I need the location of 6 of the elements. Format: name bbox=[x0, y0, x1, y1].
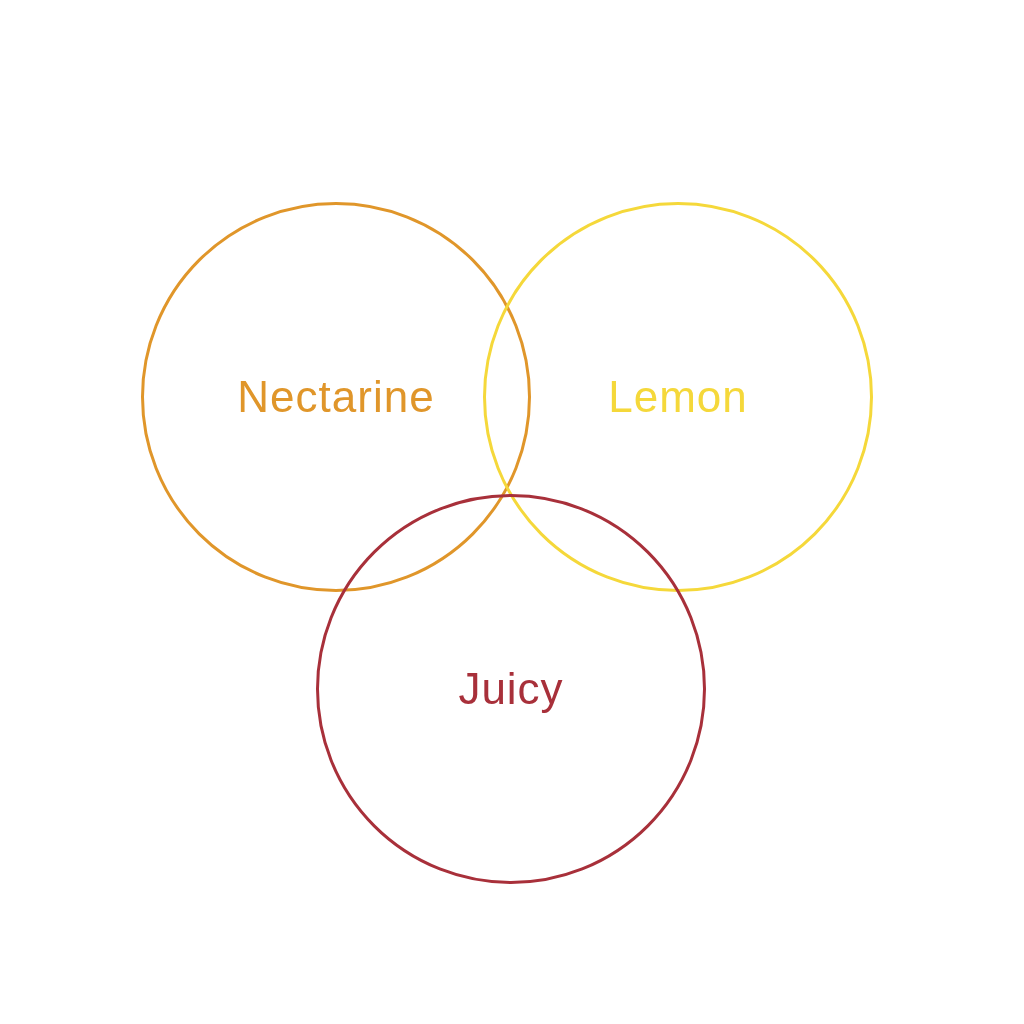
venn-circle bbox=[483, 202, 873, 592]
circle-label: Lemon bbox=[608, 372, 748, 422]
circle-label: Nectarine bbox=[237, 372, 435, 422]
venn-circle bbox=[316, 494, 706, 884]
venn-circle bbox=[141, 202, 531, 592]
circle-label: Juicy bbox=[458, 664, 564, 714]
